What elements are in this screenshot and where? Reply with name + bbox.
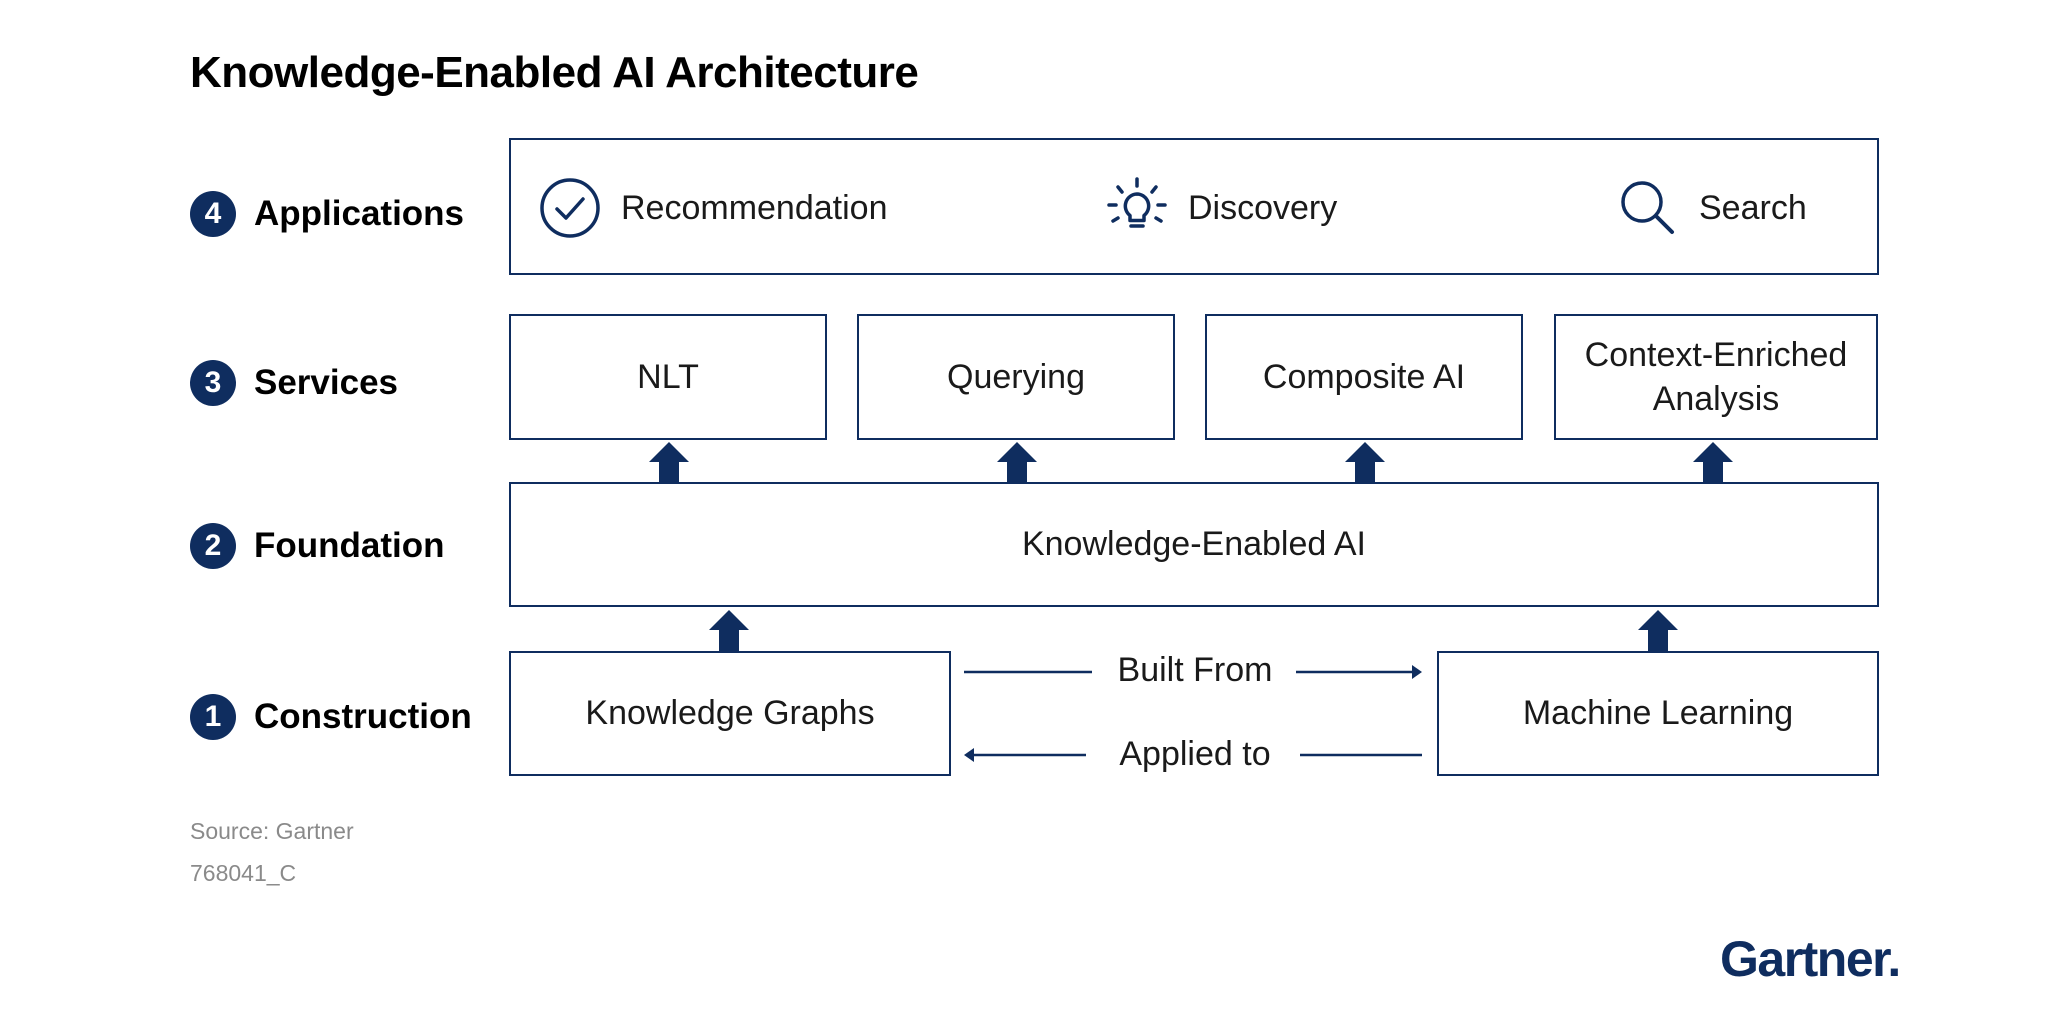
figure-id: 768041_C — [190, 860, 297, 886]
layer-label-applications: 4 Applications — [190, 190, 464, 238]
service-box-nlt: NLT — [509, 314, 827, 440]
arrow-up-icon — [1638, 610, 1678, 657]
layer-name: Construction — [254, 697, 472, 736]
layer-label-construction: 1 Construction — [190, 693, 472, 741]
arrow-left-icon — [964, 748, 974, 762]
app-discovery: Discovery — [1106, 175, 1337, 241]
layer-name: Applications — [254, 194, 465, 233]
gartner-logo: Gartner. — [1720, 931, 1901, 987]
layer-number-badge: 2 — [190, 523, 236, 569]
lightbulb-icon — [1107, 177, 1167, 228]
foundation-box: Knowledge-Enabled AI — [509, 482, 1879, 607]
service-box-querying: Querying — [857, 314, 1175, 440]
app-label: Search — [1699, 188, 1807, 227]
knowledge-graphs-box: Knowledge Graphs — [509, 651, 951, 776]
layer-number-badge: 3 — [190, 360, 236, 406]
arrow-up-icon — [997, 442, 1037, 489]
arrow-up-icon — [709, 610, 749, 657]
arrow-up-icon — [649, 442, 689, 489]
app-label: Discovery — [1188, 188, 1338, 227]
arrow-up-icon — [1345, 442, 1385, 489]
layer-label-foundation: 2 Foundation — [190, 522, 445, 570]
arrow-up-icon — [1693, 442, 1733, 489]
machine-learning-box: Machine Learning — [1437, 651, 1879, 776]
layer-name: Services — [254, 363, 399, 402]
service-box-composite-ai: Composite AI — [1205, 314, 1523, 440]
app-label: Recommendation — [621, 188, 888, 227]
service-box-context-enriched-analysis: Context-Enriched Analysis — [1554, 314, 1878, 440]
arrow-right-icon — [1412, 665, 1422, 679]
layer-number-badge: 1 — [190, 694, 236, 740]
built-from-label: Built From — [1117, 651, 1273, 689]
page-title: Knowledge-Enabled AI Architecture — [190, 48, 919, 97]
layer-label-services: 3 Services — [190, 359, 398, 407]
app-recommendation: Recommendation — [539, 175, 887, 241]
source-note: Source: Gartner — [190, 818, 354, 844]
applied-to-label: Applied to — [1119, 735, 1271, 773]
magnifier-icon — [1621, 181, 1674, 234]
construction-flow-arrows — [964, 665, 1422, 762]
layer-number-badge: 4 — [190, 191, 236, 237]
app-search: Search — [1617, 175, 1807, 241]
applications-box — [509, 138, 1879, 275]
check-circle-icon — [540, 178, 600, 238]
layer-name: Foundation — [254, 526, 445, 565]
